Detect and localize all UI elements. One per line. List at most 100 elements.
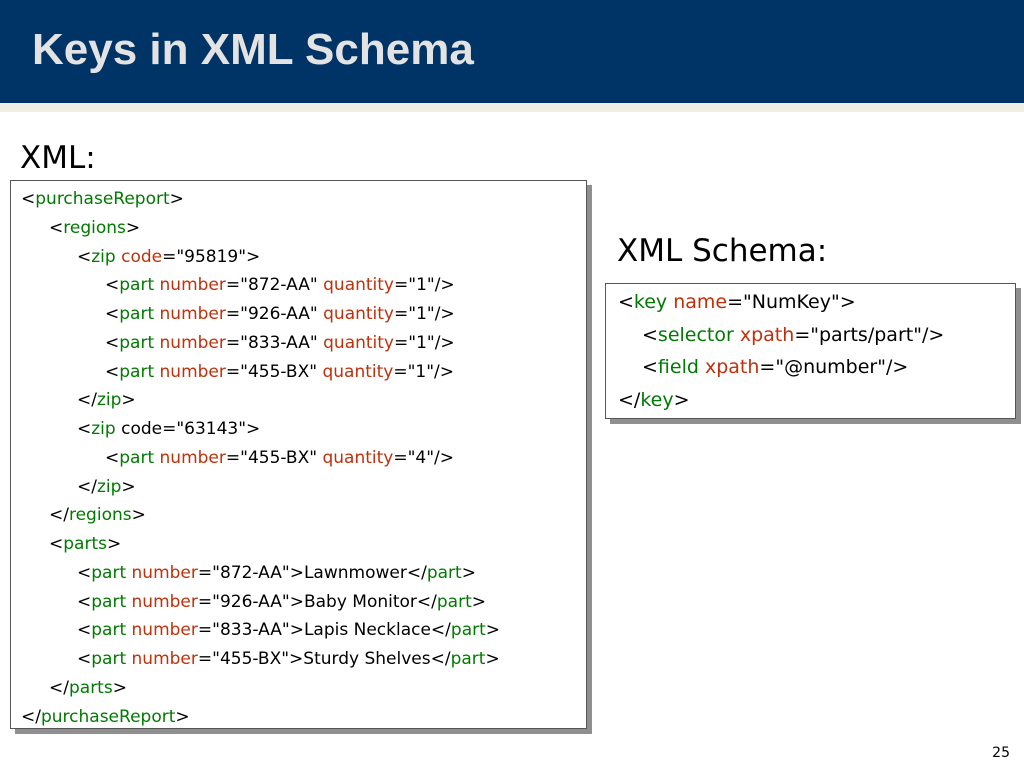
code-text: < <box>49 217 64 238</box>
code-text: < <box>77 591 92 612</box>
code-line: <part number="833-AA" quantity="1"/> <box>105 333 455 353</box>
xml-attribute-name: number <box>159 332 226 353</box>
code-text: < <box>77 620 92 641</box>
code-text: ="926-AA">Baby Monitor</ <box>197 591 437 612</box>
code-text: </ <box>618 389 641 412</box>
xml-attribute-name: number <box>159 304 226 324</box>
code-text: < <box>642 356 658 379</box>
code-text: > <box>485 649 500 669</box>
xml-attribute-name: number <box>159 361 226 382</box>
code-line: <part number="833-AA">Lapis Necklace</pa… <box>77 620 500 640</box>
xml-element-name: part <box>119 361 155 382</box>
xml-attribute-name: quantity <box>323 275 394 296</box>
xml-element-name: part <box>450 620 486 641</box>
code-text: > <box>485 620 501 641</box>
code-text: </ <box>49 505 69 526</box>
header-divider <box>0 103 1024 112</box>
code-text: > <box>461 562 476 583</box>
xml-attribute-name: xpath <box>704 356 760 379</box>
xml-attribute-name: number <box>131 620 198 641</box>
code-line: <key name="NumKey"> <box>618 290 856 314</box>
code-text: ="455-BX" <box>225 361 323 382</box>
code-text: </ <box>49 677 69 698</box>
code-text: ="1"/> <box>394 275 455 296</box>
code-text: < <box>77 246 92 267</box>
code-line: <part number="455-BX" quantity="4"/> <box>105 448 454 468</box>
xml-element-name: zip <box>96 476 122 497</box>
code-text: < <box>105 304 120 324</box>
slide-header <box>0 0 1024 103</box>
code-text: ="926-AA" <box>225 304 324 324</box>
code-text: > <box>112 677 127 698</box>
code-text: > <box>121 476 136 497</box>
code-text: ="833-AA" <box>225 332 324 353</box>
xml-attribute-name: number <box>159 447 226 468</box>
code-line: <parts> <box>49 534 121 554</box>
code-line: <selector xpath="parts/part"/> <box>642 323 944 347</box>
xml-attribute-name: number <box>131 562 198 583</box>
page-number: 25 <box>992 745 1010 761</box>
code-text: </ <box>77 390 97 411</box>
code-text: > <box>131 505 146 526</box>
xml-attribute-name: quantity <box>323 332 394 353</box>
xml-element-name: key <box>633 291 668 313</box>
xml-element-name: regions <box>68 505 132 526</box>
xml-element-name: part <box>450 649 486 669</box>
code-text: < <box>642 323 658 346</box>
xml-section-label: XML: <box>20 140 96 176</box>
schema-section-label: XML Schema: <box>617 233 828 269</box>
xml-element-name: part <box>426 562 462 583</box>
code-text: ="parts/part"/> <box>794 323 945 346</box>
xml-attribute-name: xpath <box>739 323 795 346</box>
code-text: ="1"/> <box>394 332 455 353</box>
schema-code-box: <key name="NumKey"><selector xpath="part… <box>605 283 1016 419</box>
code-text: ="@number"/> <box>759 356 909 379</box>
code-text: > <box>106 534 122 554</box>
xml-element-name: part <box>91 591 127 612</box>
slide-title: Keys in XML Schema <box>32 25 474 74</box>
xml-attribute-name: quantity <box>322 361 394 382</box>
code-line: <part number="872-AA">Lawnmower</part> <box>77 563 476 583</box>
code-line: </key> <box>618 388 690 412</box>
code-text: < <box>105 361 120 382</box>
code-text: < <box>77 562 92 583</box>
code-line: <zip code="95819"> <box>77 247 260 267</box>
code-text: > <box>125 217 141 238</box>
xml-attribute-name: name <box>673 291 728 313</box>
code-line: <zip code="63143"> <box>77 419 260 439</box>
xml-attribute-name: quantity <box>323 304 394 324</box>
xml-element-name: purchaseReport <box>40 706 176 727</box>
code-line: <field xpath="@number"/> <box>642 355 908 379</box>
code-text: < <box>105 447 120 468</box>
code-line: <part number="926-AA" quantity="1"/> <box>105 304 455 324</box>
xml-element-name: selector <box>657 323 734 346</box>
xml-element-name: parts <box>68 677 113 698</box>
xml-attribute-name: code <box>121 246 163 267</box>
xml-element-name: part <box>119 304 155 324</box>
code-line: </purchaseReport> <box>21 707 190 727</box>
xml-element-name: purchaseReport <box>35 189 170 209</box>
xml-element-name: key <box>640 389 674 412</box>
code-line: </regions> <box>49 505 146 525</box>
code-line: </zip> <box>77 477 136 497</box>
xml-element-name: part <box>91 620 127 641</box>
code-line: <purchaseReport> <box>21 189 184 209</box>
code-text: ="95819"> <box>162 246 261 267</box>
code-text: </ <box>77 476 97 497</box>
code-text: ="1"/> <box>393 361 455 382</box>
xml-element-name: part <box>119 332 155 353</box>
code-line: <regions> <box>49 218 140 238</box>
xml-code-box: <purchaseReport><regions><zip code="9581… <box>10 180 587 729</box>
xml-element-name: part <box>91 649 127 669</box>
xml-element-name: part <box>119 447 155 468</box>
code-line: </zip> <box>77 390 136 410</box>
xml-element-name: parts <box>63 534 107 554</box>
xml-element-name: part <box>91 562 127 583</box>
xml-element-name: zip <box>96 390 122 411</box>
code-text: < <box>618 291 634 313</box>
code-text: > <box>673 389 690 412</box>
xml-attribute-name: number <box>131 591 198 612</box>
xml-element-name: part <box>436 591 472 612</box>
code-text: ="455-BX">Sturdy Shelves</ <box>197 649 451 669</box>
code-text: < <box>77 649 92 669</box>
